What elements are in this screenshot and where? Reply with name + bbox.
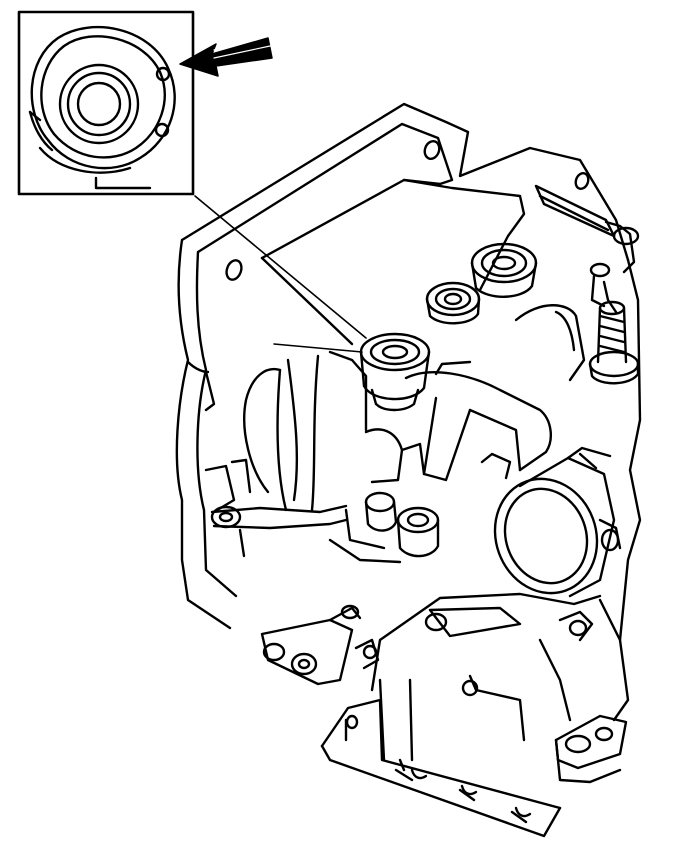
flange-hole-right [574, 172, 590, 190]
bottom-flange [320, 698, 562, 838]
inset-bolt-hole-upper [155, 66, 171, 82]
boss-center [396, 506, 440, 534]
case-top-face [260, 178, 526, 292]
boss-left [364, 491, 396, 513]
leader-line-upper [194, 195, 367, 339]
arrow-icon [179, 35, 273, 77]
detail-inset [17, 10, 367, 353]
flange-hole-top [423, 140, 441, 160]
inset-bolt-hole-lower [154, 122, 170, 138]
lower-housing [370, 592, 630, 762]
inset-bearing [58, 63, 140, 145]
detent-spring [588, 300, 640, 385]
output-flange [493, 446, 622, 598]
right-foot-mount [554, 714, 628, 784]
flange-hole-left [225, 259, 243, 281]
bearing-middle [425, 281, 481, 325]
case-right-edge [618, 258, 642, 642]
bearing-retainer-plate [28, 25, 176, 190]
small-bosses [328, 491, 440, 564]
center-housing [364, 304, 586, 484]
case-inner-wall [276, 350, 368, 512]
bearing-large-front [359, 332, 431, 412]
leader-line-lower [273, 343, 363, 353]
bearing-rear [470, 242, 538, 298]
case-inner-flange [195, 122, 454, 598]
left-brackets [210, 504, 348, 558]
inset-frame [17, 10, 195, 196]
case-outer-flange [175, 102, 630, 630]
lower-mount-bracket [260, 604, 380, 686]
shift-linkage [534, 184, 640, 314]
